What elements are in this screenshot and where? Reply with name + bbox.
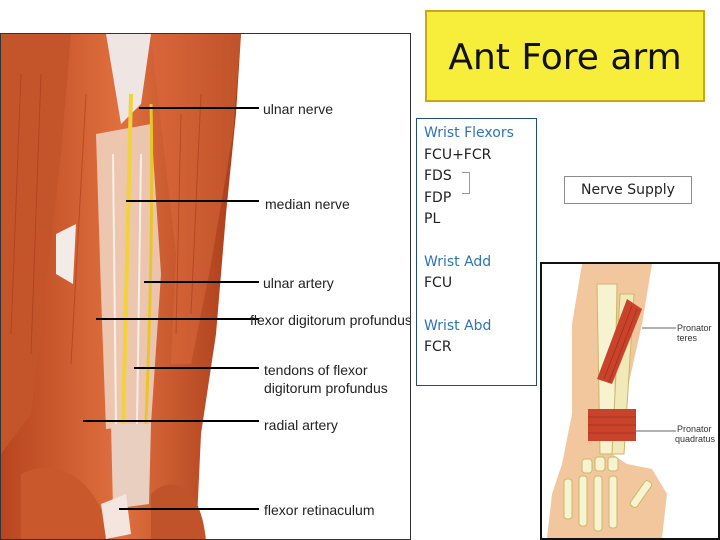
list-item: PL <box>424 211 441 227</box>
label-flexor-digitorum-profundus: flexor digitorum profundus <box>250 312 411 328</box>
muscle-list-box: Wrist Flexors FCU+FCR FDS FDP PL Wrist A… <box>416 118 537 386</box>
grouping-bracket <box>462 172 470 194</box>
label-median-nerve: median nerve <box>265 196 350 212</box>
forearm-illustration <box>1 34 259 539</box>
pronator-figure: Pronator teres Pronator quadratus <box>540 262 720 540</box>
title-box: Ant Fore arm <box>425 10 705 102</box>
list-item: FDS <box>424 168 452 184</box>
label-pronator-quadratus-2: quadratus <box>675 434 716 444</box>
list-item: FCU <box>424 275 453 291</box>
list-item: FCU+FCR <box>424 146 492 163</box>
nerve-supply-box: Nerve Supply <box>564 176 692 204</box>
heading-wrist-add: Wrist Add <box>424 253 492 270</box>
label-ulnar-nerve: ulnar nerve <box>263 101 334 117</box>
label-pronator-teres-1: Pronator <box>677 323 712 333</box>
spacer <box>424 295 536 316</box>
label-pronator-teres-2: teres <box>677 333 698 343</box>
list-item: FDP <box>424 189 452 206</box>
pronator-illustration <box>547 264 676 538</box>
forearm-anatomy-figure: ulnar nerve median nerve ulnar artery fl… <box>0 33 411 540</box>
heading-wrist-abd: Wrist Abd <box>424 317 492 334</box>
slide-title: Ant Fore arm <box>448 37 682 78</box>
label-radial-artery: radial artery <box>264 417 338 433</box>
spacer <box>424 231 536 252</box>
list-item: FCR <box>424 339 452 355</box>
label-tendons-line2: digitorum profundus <box>264 380 388 396</box>
heading-wrist-flexors: Wrist Flexors <box>424 125 514 141</box>
label-pronator-quadratus-1: Pronator <box>677 424 712 434</box>
label-ulnar-artery: ulnar artery <box>263 275 334 291</box>
label-tendons-line1: tendons of flexor <box>264 362 368 378</box>
label-flexor-retinaculum: flexor retinaculum <box>264 502 375 518</box>
